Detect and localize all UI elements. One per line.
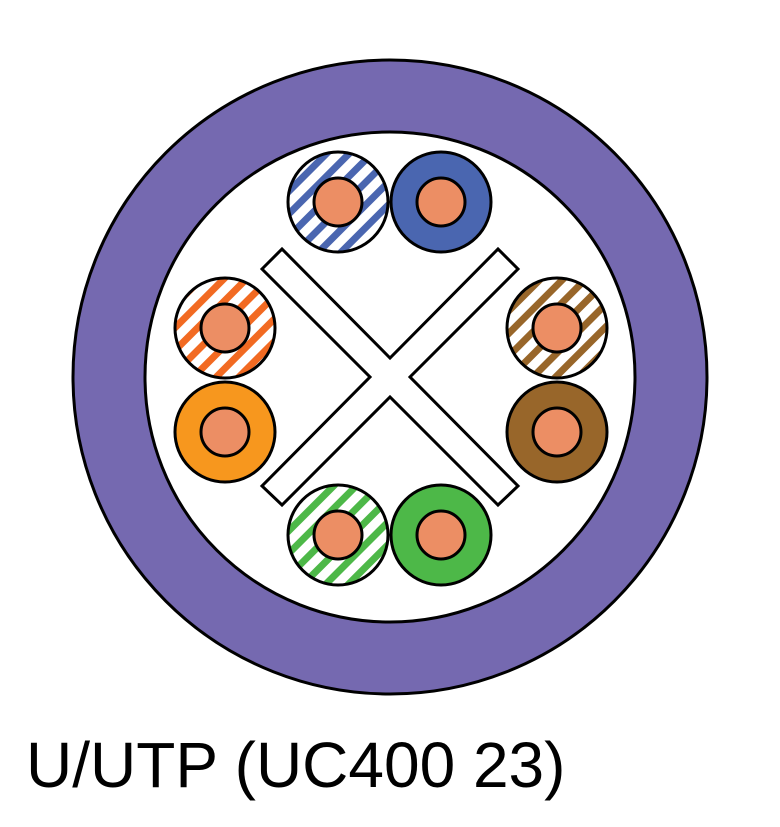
copper-core <box>312 509 364 561</box>
copper-core <box>531 406 583 458</box>
wire-blue-striped <box>286 150 390 254</box>
copper-core <box>199 302 251 354</box>
copper-core <box>415 176 467 228</box>
wire-green-striped <box>286 483 390 587</box>
wire-brown-solid <box>505 380 609 484</box>
wire-blue-solid <box>389 150 493 254</box>
copper-core <box>199 406 251 458</box>
wire-orange-solid <box>173 380 277 484</box>
copper-core <box>531 302 583 354</box>
wire-green-solid <box>389 483 493 587</box>
copper-core <box>312 176 364 228</box>
cross-separator <box>259 246 521 508</box>
cable-type-label: U/UTP (UC400 23) <box>26 729 566 801</box>
wire-brown-striped <box>505 276 609 380</box>
wire-orange-striped <box>173 276 277 380</box>
copper-core <box>415 509 467 561</box>
